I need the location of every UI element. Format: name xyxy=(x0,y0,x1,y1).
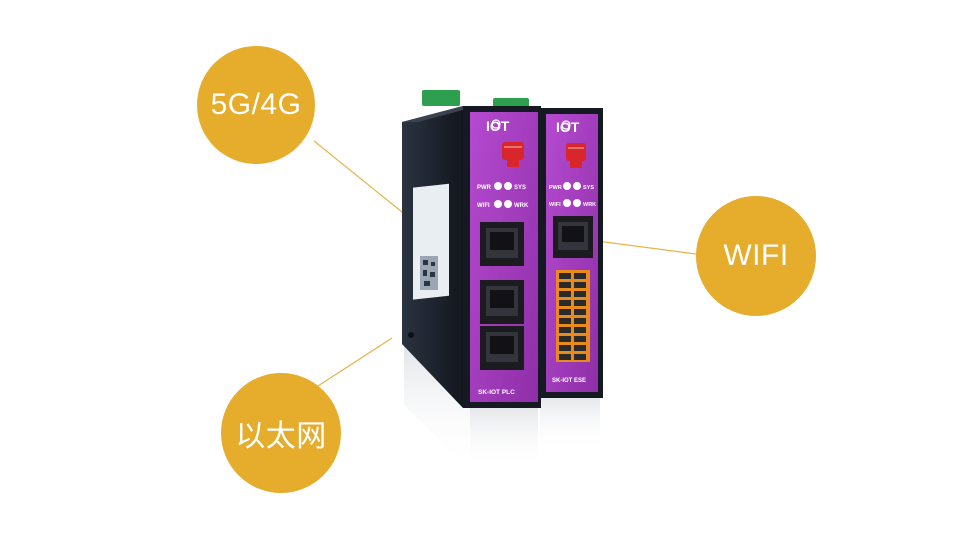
left-unit-logo-icon xyxy=(491,119,501,129)
feature-label-ethernet: 以太网 xyxy=(235,420,327,453)
ethernet-port xyxy=(480,280,524,324)
led-label-wrk: WRK xyxy=(514,203,529,209)
led-label-sys: SYS xyxy=(514,185,526,191)
left-unit-status-leds: PWR SYS WIFI WRK xyxy=(477,182,529,209)
qr-code xyxy=(420,256,438,290)
led-label-wifi: WIFI xyxy=(549,202,561,208)
left-unit-ethernet-ports xyxy=(480,222,524,370)
led-label-wifi: WIFI xyxy=(477,203,490,209)
feature-label-cellular: 5G/4G xyxy=(210,88,302,121)
terminal-slot xyxy=(559,354,571,360)
right-unit-io-terminal-block xyxy=(556,270,590,362)
terminal-slot xyxy=(559,309,571,315)
right-unit-ethernet-port xyxy=(553,216,593,258)
led-label-wrk: WRK xyxy=(583,202,596,208)
right-unit-antenna-connector xyxy=(566,143,586,168)
terminal-slot xyxy=(559,300,571,306)
terminal-slot xyxy=(559,273,571,279)
terminal-slot xyxy=(559,327,571,333)
feature-bubble-wifi: WIFI xyxy=(696,196,816,316)
terminal-slot xyxy=(559,345,571,351)
ethernet-port xyxy=(480,222,524,266)
terminal-slot xyxy=(574,327,586,333)
feature-bubble-ethernet: 以太网 xyxy=(221,373,341,493)
terminal-slot xyxy=(574,309,586,315)
right-unit-status-leds: PWR SYS WIFI WRK xyxy=(549,182,596,208)
led-label-pwr: PWR xyxy=(477,185,492,191)
device-reflection xyxy=(404,338,600,470)
terminal-slot xyxy=(559,336,571,342)
left-unit-antenna-connector xyxy=(502,142,524,167)
led-label-pwr: PWR xyxy=(549,185,562,191)
leader-line-wifi xyxy=(596,240,697,255)
terminal-slot xyxy=(559,282,571,288)
feature-bubble-cellular: 5G/4G xyxy=(197,46,315,164)
terminal-slot xyxy=(574,291,586,297)
terminal-slot xyxy=(574,273,586,279)
leader-line-ethernet xyxy=(317,337,393,387)
right-unit-logo-icon xyxy=(561,120,571,130)
terminal-slot xyxy=(559,318,571,324)
terminal-slot xyxy=(574,300,586,306)
terminal-slot xyxy=(559,291,571,297)
right-unit-model: SK-IOT ESE xyxy=(552,378,586,384)
terminal-slot xyxy=(574,318,586,324)
terminal-slot xyxy=(574,336,586,342)
terminal-slot xyxy=(574,354,586,360)
terminal-slot xyxy=(574,345,586,351)
led-label-sys: SYS xyxy=(583,185,594,191)
feature-label-wifi: WIFI xyxy=(723,239,789,272)
left-unit-side-panel xyxy=(402,106,478,408)
left-unit-model: SK-IOT PLC xyxy=(478,389,515,396)
leader-line-5g xyxy=(313,140,403,213)
terminal-slot xyxy=(574,282,586,288)
ethernet-port xyxy=(480,326,524,370)
